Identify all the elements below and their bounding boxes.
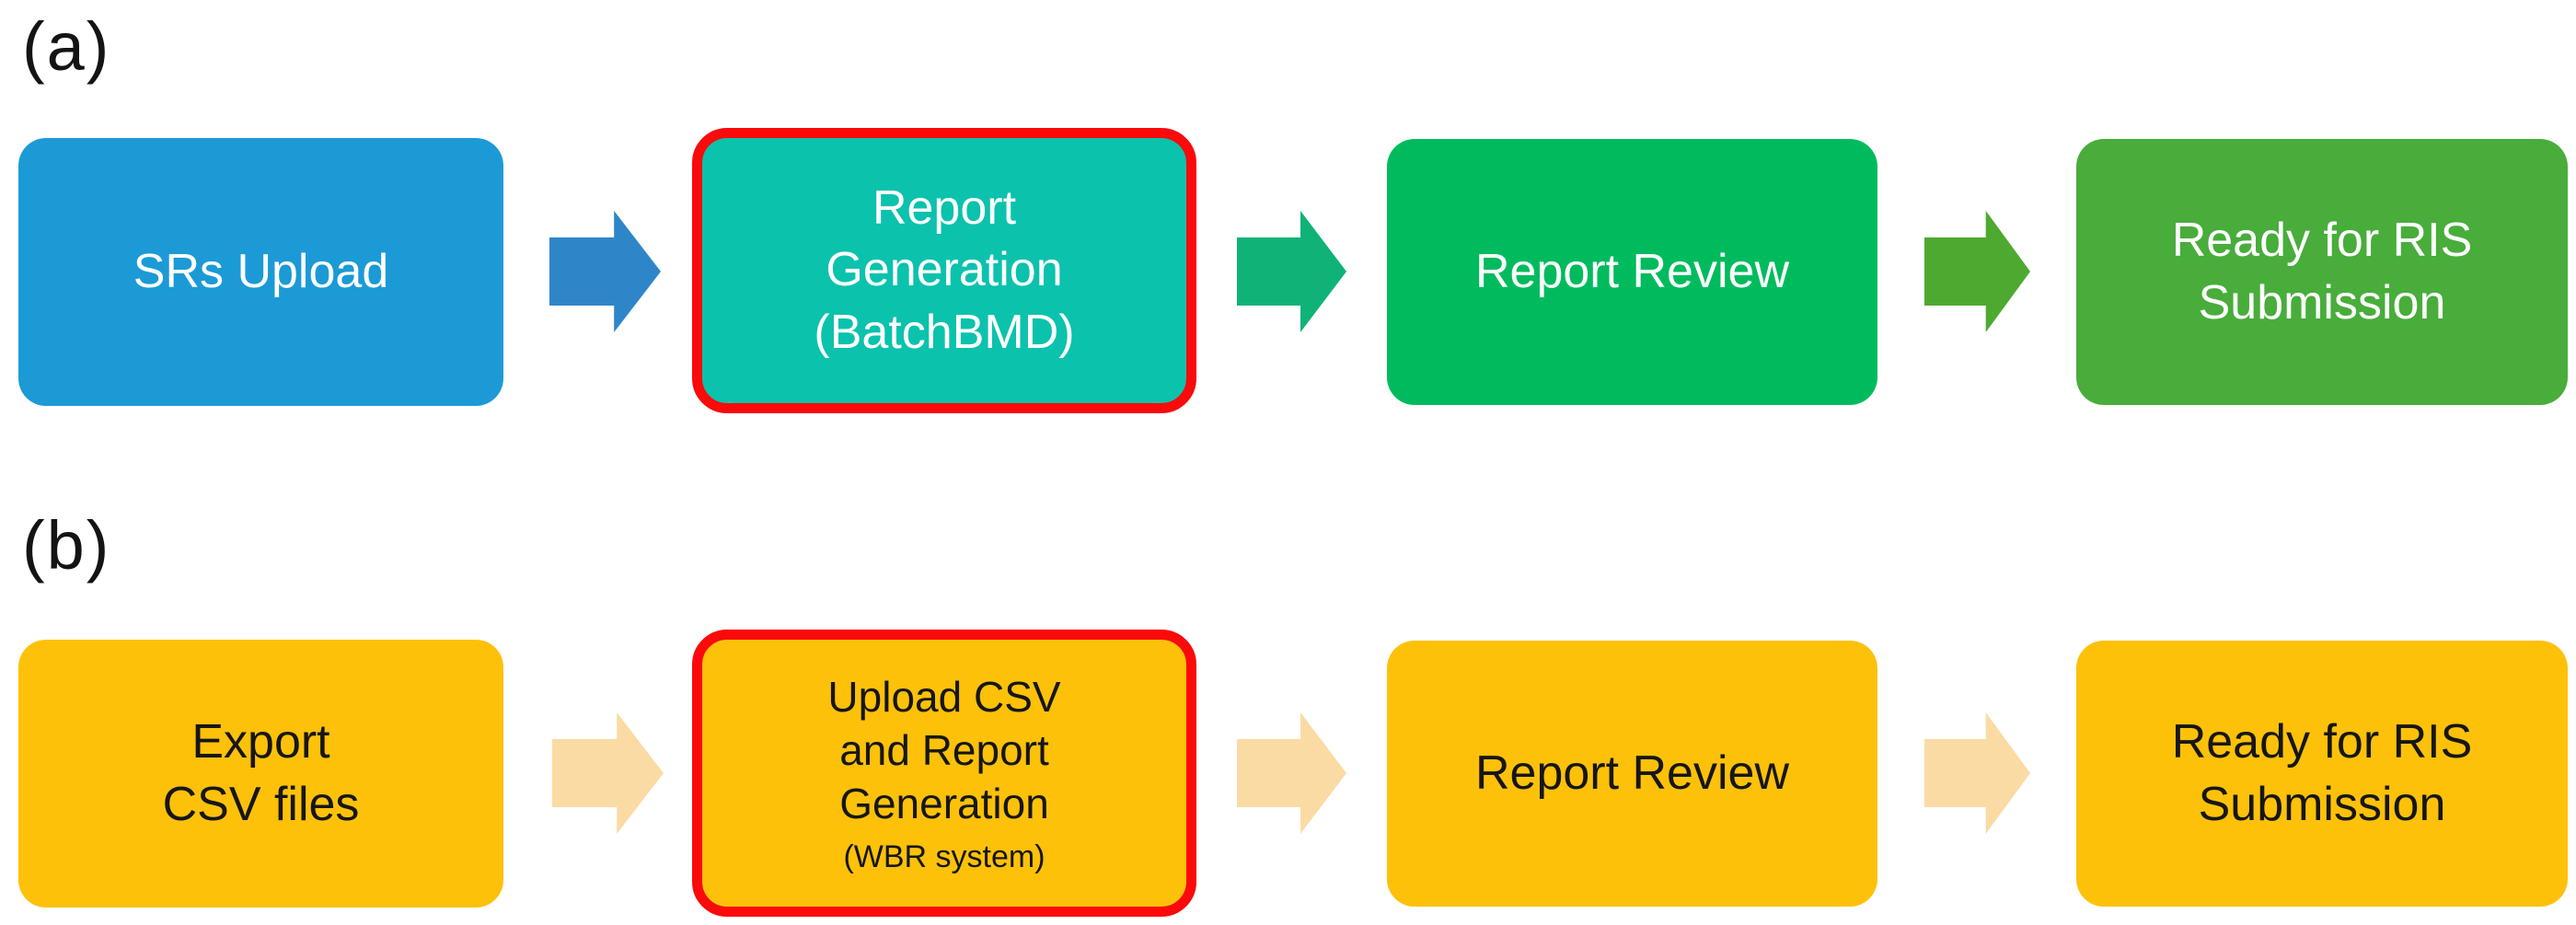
flow-arrow-icon	[552, 712, 664, 834]
step-label-line: Generation	[826, 243, 1063, 297]
row-b-label: (b)	[22, 507, 111, 584]
flow-arrow-icon	[1237, 211, 1346, 332]
step-label: Export CSV files	[163, 711, 360, 836]
step-box-upload-csv-and-report-generation-wbr: Upload CSV and Report Generation (WBR sy…	[692, 630, 1196, 917]
step-label-line: Submission	[2198, 777, 2446, 831]
step-label: SRs Upload	[133, 241, 388, 304]
step-box-report-generation-batchbmd: Report Generation (BatchBMD)	[692, 128, 1196, 413]
step-box-srs-upload: SRs Upload	[18, 138, 503, 406]
step-label-line: Report	[872, 180, 1017, 235]
step-label-line: (BatchBMD)	[814, 305, 1075, 359]
step-label-line: CSV files	[162, 777, 360, 831]
flow-arrow-icon	[1237, 712, 1346, 834]
step-label-line: Submission	[2198, 275, 2446, 330]
flow-arrow-icon	[1924, 211, 2030, 332]
step-label-line: Generation	[839, 779, 1049, 827]
step-label-line: Upload CSV	[827, 672, 1061, 721]
step-label-line: SRs Upload	[133, 244, 389, 298]
step-box-report-review: Report Review	[1387, 139, 1877, 405]
step-label-line: Report Review	[1474, 244, 1790, 298]
step-label: Ready for RIS Submission	[2172, 210, 2473, 334]
step-label-line: and Report	[839, 725, 1049, 774]
step-label: Upload CSV and Report Generation (WBR sy…	[827, 671, 1060, 876]
flow-arrow-icon	[1924, 712, 2030, 834]
step-box-report-review: Report Review	[1387, 641, 1877, 907]
step-box-export-csv-files: Export CSV files	[18, 640, 503, 908]
step-label-line: Report Review	[1474, 746, 1790, 800]
step-label: Ready for RIS Submission	[2172, 711, 2473, 836]
step-label-line: Ready for RIS	[2171, 714, 2473, 769]
step-label-subline: (WBR system)	[843, 838, 1045, 874]
step-label-line: Ready for RIS	[2171, 213, 2473, 267]
row-a-label: (a)	[22, 8, 111, 85]
step-label: Report Review	[1475, 743, 1789, 805]
step-label: Report Generation (BatchBMD)	[814, 178, 1074, 364]
step-label-line: Export	[191, 714, 330, 769]
step-label: Report Review	[1475, 241, 1789, 304]
flow-arrow-icon	[549, 211, 661, 332]
step-box-ready-for-ris-submission: Ready for RIS Submission	[2076, 139, 2568, 405]
step-box-ready-for-ris-submission: Ready for RIS Submission	[2076, 641, 2568, 907]
